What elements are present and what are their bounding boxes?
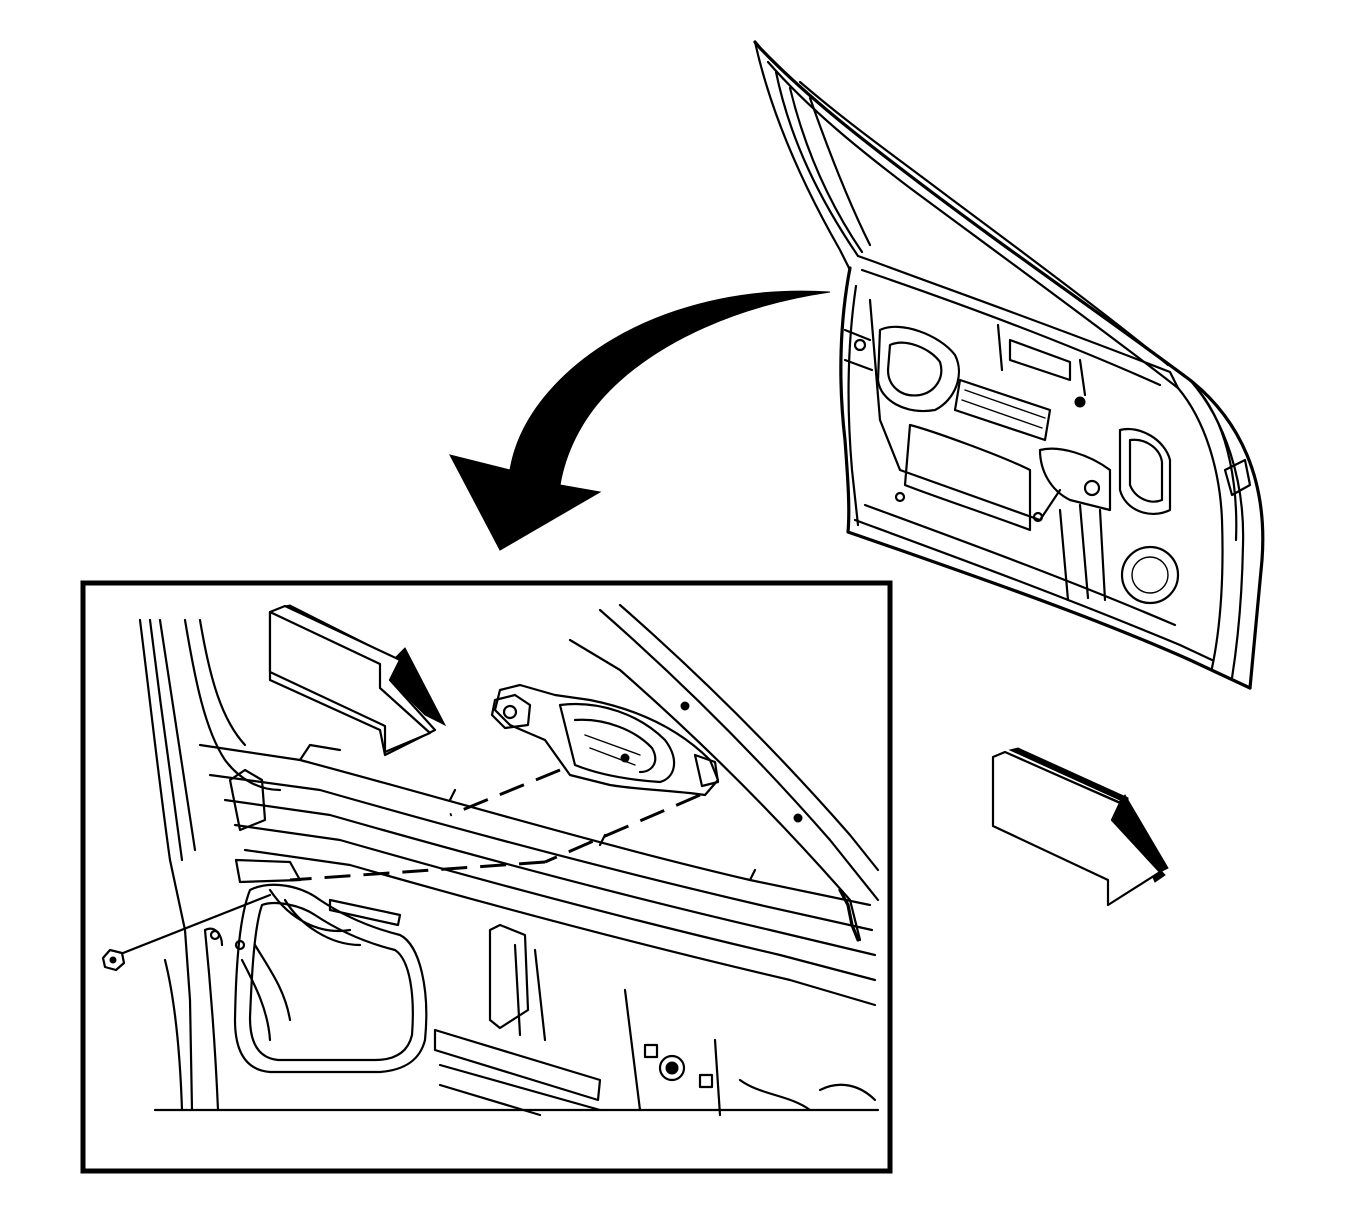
rear-access-hole-inner bbox=[1128, 438, 1164, 503]
window-glass-edge bbox=[798, 80, 1170, 367]
arrow-face-inset bbox=[268, 610, 432, 754]
window-frame-inner-3 bbox=[788, 86, 864, 254]
door-assembly bbox=[753, 40, 1265, 690]
window-frame-inner-2 bbox=[774, 70, 860, 258]
pillar-line-2 bbox=[148, 618, 184, 862]
front-hole bbox=[234, 939, 246, 951]
fastener bbox=[101, 893, 272, 972]
handle-bezel-cup bbox=[558, 703, 676, 784]
forward-arrow-main bbox=[991, 747, 1169, 907]
handle-lever bbox=[490, 693, 532, 730]
pillar-curve bbox=[183, 618, 282, 792]
glass-edge-3 bbox=[618, 603, 880, 872]
speaker-opening bbox=[1120, 545, 1180, 605]
lower-access-opening bbox=[233, 883, 428, 1074]
inner-handle-cavity bbox=[876, 325, 960, 413]
rail-tabs bbox=[298, 743, 757, 882]
lower-access-opening-inner bbox=[248, 901, 414, 1062]
door-bottom-1 bbox=[853, 518, 1214, 662]
inside-handle bbox=[490, 683, 720, 797]
arrow-edge-main bbox=[1004, 751, 1169, 873]
striker-tab bbox=[1223, 458, 1252, 497]
door-body-outline bbox=[839, 266, 1252, 690]
alignment-line-1 bbox=[449, 768, 561, 817]
latch-bracket bbox=[1038, 447, 1112, 512]
window-frame-inner-1 bbox=[766, 60, 1180, 390]
belt-line-upper bbox=[856, 254, 1180, 390]
panel-hole-1 bbox=[894, 491, 906, 503]
door-front-edge bbox=[847, 284, 860, 527]
grommet-center bbox=[665, 1061, 679, 1075]
harness-lines bbox=[240, 943, 292, 1042]
regulator-nut bbox=[1074, 396, 1086, 408]
grommet bbox=[658, 1054, 686, 1082]
panel-hole-2 bbox=[1032, 511, 1044, 523]
latch-rod-bracket bbox=[488, 923, 530, 1030]
lever-pivot bbox=[502, 704, 518, 720]
inner-panel-frame bbox=[868, 298, 1062, 522]
handle-tab bbox=[693, 753, 720, 788]
front-edge-lower bbox=[163, 928, 220, 1112]
detail-view-frame bbox=[80, 580, 893, 1174]
pillar-curve-2 bbox=[198, 618, 247, 747]
front-hole-2 bbox=[209, 929, 221, 941]
door-rear-edge-3 bbox=[1198, 390, 1238, 542]
forward-arrow-inset bbox=[268, 604, 447, 757]
pillar-line-3 bbox=[158, 618, 197, 852]
glass-seal bbox=[838, 888, 860, 942]
handle-cup-ribs bbox=[584, 734, 641, 766]
rear-access-hole bbox=[1118, 427, 1172, 515]
harness-clip bbox=[328, 898, 402, 927]
arrow-shadow-inset bbox=[283, 604, 447, 727]
rear-channel bbox=[1058, 503, 1107, 602]
lower-structure bbox=[623, 988, 812, 1117]
square-hole-2 bbox=[698, 1073, 714, 1089]
window-frame-outer bbox=[753, 40, 1265, 690]
hinge-bolt-1 bbox=[853, 338, 867, 352]
pillar-line-1 bbox=[138, 618, 194, 1112]
window-frame-front bbox=[753, 40, 852, 272]
wire-harness bbox=[268, 888, 362, 947]
inner-handle-cavity-inner bbox=[886, 341, 943, 397]
glass-edge-1 bbox=[568, 638, 862, 942]
lower-panel-slot bbox=[433, 1028, 602, 1102]
handle-screw-hole bbox=[620, 753, 630, 763]
belt-rail-4 bbox=[233, 823, 877, 982]
belt-line-lower bbox=[860, 268, 1162, 387]
handle-cup-inner bbox=[573, 718, 657, 774]
window-regulator-rail bbox=[953, 378, 1052, 442]
inset-detail bbox=[80, 580, 893, 1174]
belt-rail-1 bbox=[198, 743, 872, 907]
fastener-line bbox=[116, 893, 272, 957]
hinge-lines bbox=[843, 328, 874, 372]
curved-arrow-icon bbox=[449, 290, 831, 551]
bolt-center bbox=[109, 956, 117, 964]
upper-bracket bbox=[1008, 338, 1072, 382]
door-bottom-2 bbox=[863, 503, 1177, 627]
belt-rail-5 bbox=[243, 848, 877, 1007]
latch-rod bbox=[513, 943, 547, 1042]
curved-arrow bbox=[449, 290, 831, 551]
square-hole-1 bbox=[643, 1043, 659, 1059]
door-rear-edge-1 bbox=[1176, 386, 1224, 670]
window-glass-front bbox=[808, 96, 872, 247]
latch-bolt bbox=[1083, 479, 1101, 497]
door-rear-edge-2 bbox=[1188, 378, 1245, 680]
lower-rear-curve bbox=[818, 1083, 877, 1102]
lower-access-hole bbox=[903, 423, 1032, 532]
speaker-opening-inner bbox=[1131, 556, 1169, 594]
regulator-guides bbox=[996, 323, 1087, 397]
belt-rail-2 bbox=[208, 773, 874, 932]
belt-rail-3 bbox=[223, 798, 877, 957]
regulator-ribs bbox=[961, 389, 1046, 429]
glass-dot-1 bbox=[680, 701, 690, 711]
glass-dot-2 bbox=[793, 813, 803, 823]
alignment-line-3 bbox=[289, 860, 546, 882]
alignment-line-2 bbox=[544, 793, 701, 864]
upper-clip bbox=[228, 768, 267, 832]
glass-edge-2 bbox=[598, 608, 880, 902]
